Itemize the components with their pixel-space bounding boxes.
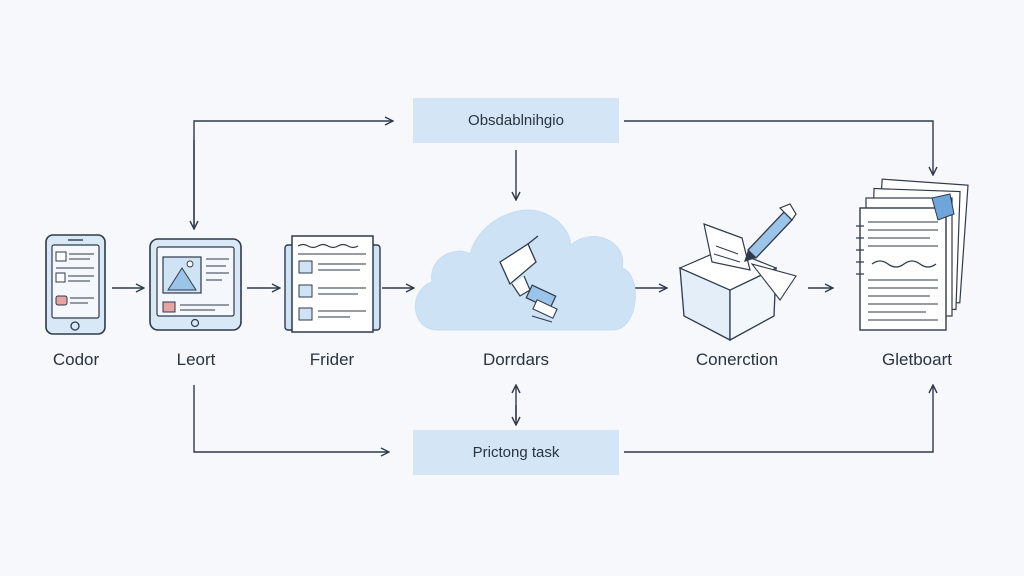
node-label-conerction: Conerction xyxy=(695,350,779,369)
bottom-process-box: Prictong task xyxy=(413,430,619,475)
arrow-top-box-to-gletboart xyxy=(624,120,933,174)
cloud-satellite-icon xyxy=(415,209,636,331)
node-label-leort: Leort xyxy=(176,350,216,369)
node-label-gletboart: Gletboart xyxy=(882,350,952,369)
node-label-codor: Codor xyxy=(52,350,100,369)
bottom-process-label: Prictong task xyxy=(472,444,560,461)
arrow-leort-to-top-box xyxy=(193,121,392,228)
top-process-box: Obsdablnihgio xyxy=(413,98,619,143)
smartphone-icon xyxy=(45,234,106,335)
box-and-pen-icon xyxy=(678,203,797,342)
arrow-bottom-box-to-gletboart xyxy=(624,386,933,453)
paper-stack-icon xyxy=(856,178,969,331)
arrow-leort-to-bottom-box xyxy=(193,385,388,452)
top-process-label: Obsdablnihgio xyxy=(468,112,564,129)
document-icon xyxy=(284,235,381,333)
node-label-dorrdars: Dorrdars xyxy=(482,350,550,369)
tablet-icon xyxy=(149,238,242,331)
node-label-frider: Frider xyxy=(309,350,355,369)
